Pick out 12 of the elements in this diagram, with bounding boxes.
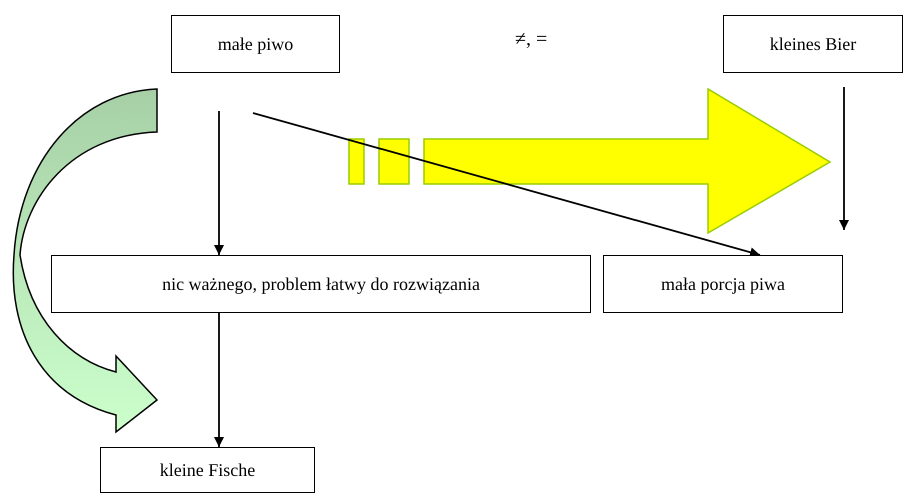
term-box: mała porcja piwa	[603, 255, 843, 313]
relation-symbol: ≠, =	[515, 28, 548, 51]
arrow	[214, 111, 224, 255]
term-box: nic ważnego, problem łatwy do rozwiązania	[51, 255, 591, 313]
term-box: małe piwo	[171, 15, 340, 73]
block-arrow	[348, 88, 832, 234]
arrow	[252, 112, 760, 258]
term-box: kleines Bier	[723, 15, 903, 73]
arrow	[839, 87, 849, 230]
block-arrow	[12, 88, 158, 433]
term-box: kleine Fische	[100, 447, 315, 493]
arrow	[214, 313, 224, 447]
